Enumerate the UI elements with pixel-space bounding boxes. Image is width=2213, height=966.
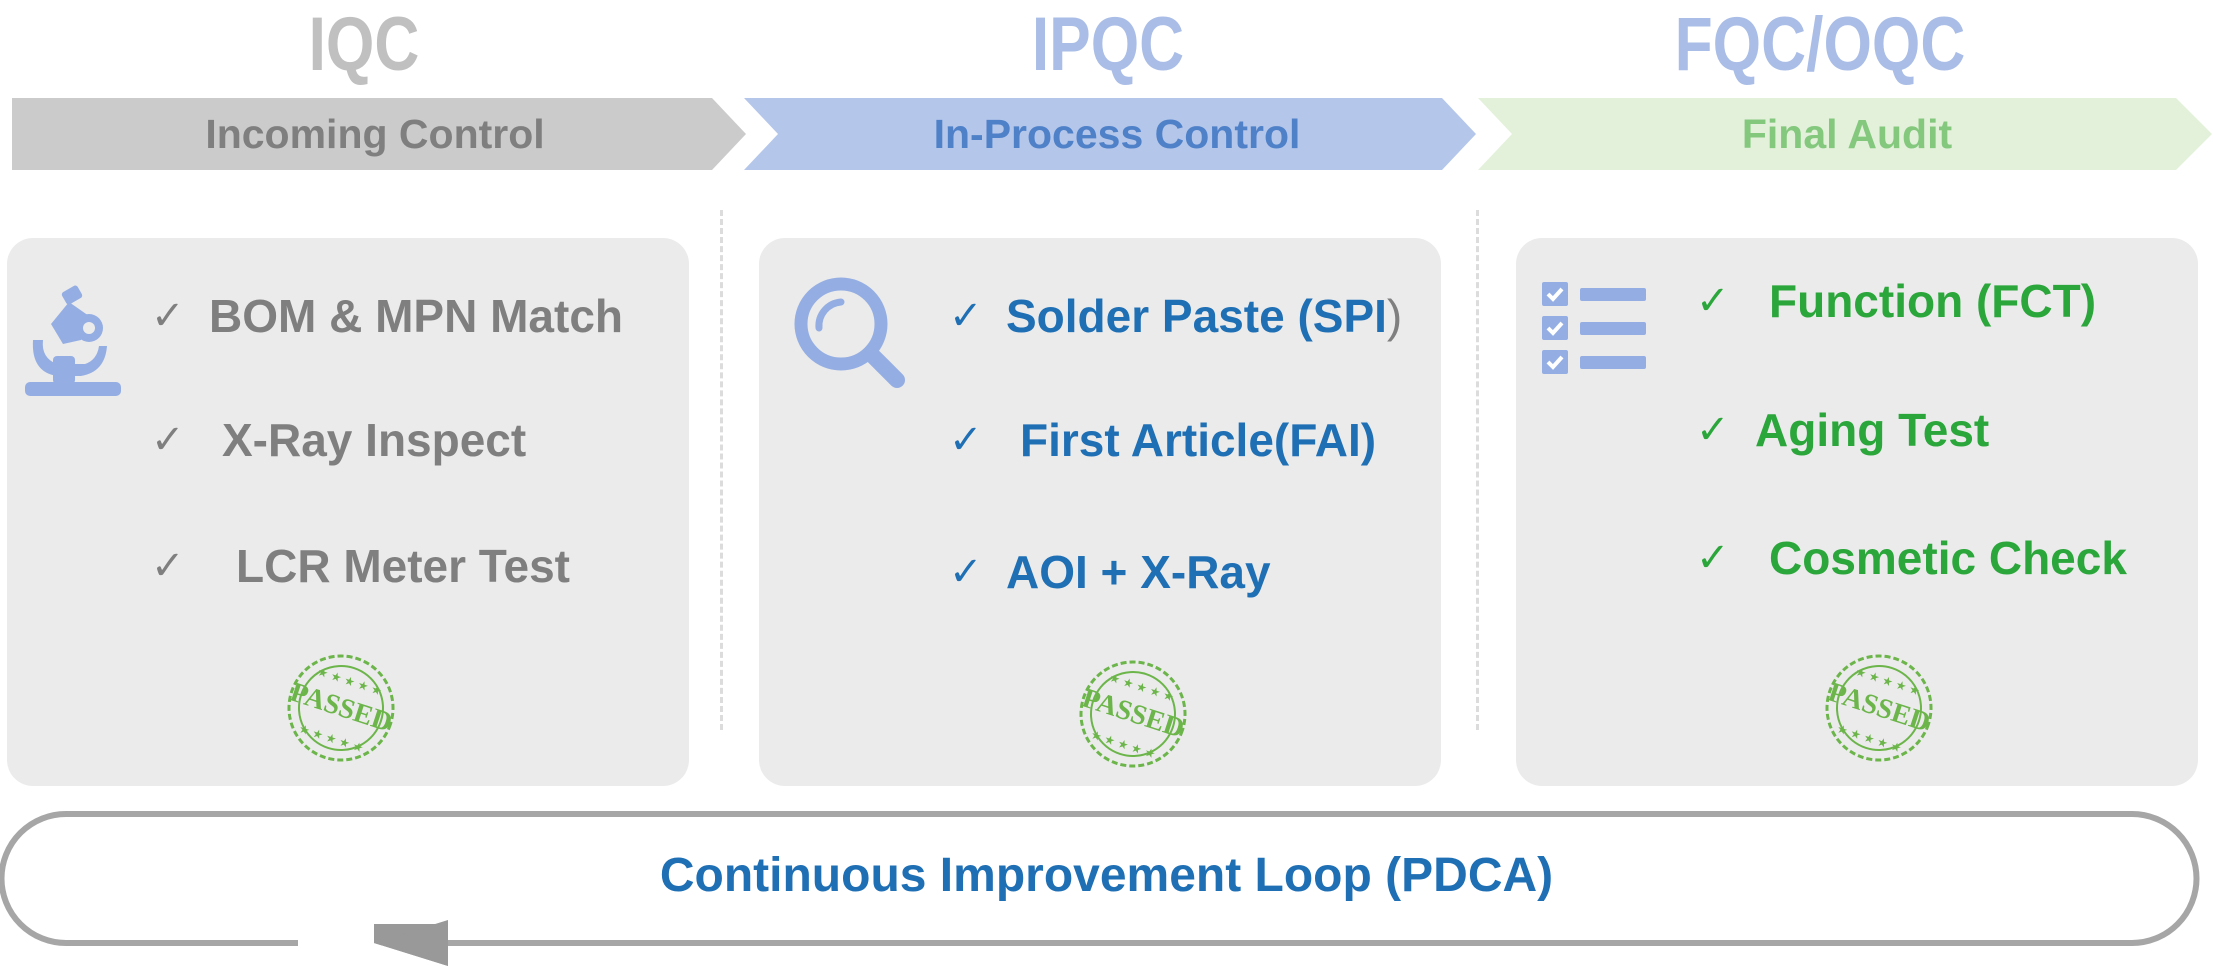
magnifier-icon (794, 277, 905, 388)
ipqc-item-1: Solder Paste (SPI) (1006, 288, 1402, 344)
check-icon: ✓ (949, 550, 983, 594)
process-chevrons (12, 98, 2212, 170)
chevron-in-process (744, 98, 1476, 170)
divider-2 (1476, 210, 1479, 730)
check-icon: ✓ (151, 544, 185, 588)
iqc-item-3: LCR Meter Test (236, 540, 570, 592)
ipqc-item-3: AOI + X-Ray (1006, 546, 1271, 598)
chevron-incoming (12, 98, 746, 170)
chevron-label-final: Final Audit (1741, 111, 1953, 157)
stage-title-iqc: IQC (308, 2, 420, 87)
panel-iqc: ✓ BOM & MPN Match ✓ X-Ray Inspect ✓ LCR … (7, 238, 689, 786)
improvement-loop (0, 811, 2200, 966)
stage-title-fqc-oqc: FQC/OQC (1674, 2, 1966, 87)
panel-ipqc: ✓ Solder Paste (SPI) ✓ First Article(FAI… (759, 238, 1441, 786)
chevron-label-incoming: Incoming Control (205, 111, 545, 157)
fqc-item-3: Cosmetic Check (1769, 532, 2127, 584)
check-icon: ✓ (949, 294, 983, 338)
ipqc-item-2: First Article(FAI) (1020, 414, 1377, 466)
check-icon: ✓ (949, 418, 983, 462)
panel-fqc-oqc: ✓ Function (FCT) ✓ Aging Test ✓ Cosmetic… (1516, 238, 2198, 786)
iqc-item-2: X-Ray Inspect (222, 414, 527, 466)
ipqc-item-1-tail: ) (1386, 290, 1403, 342)
check-icon: ✓ (1696, 408, 1730, 452)
ipqc-item-1-text: Solder Paste (SPI (1006, 290, 1387, 342)
divider-1 (720, 210, 723, 730)
checklist-icon (1542, 282, 1646, 374)
passed-stamp-icon: PASSED ★ ★ ★ ★ ★ ★ ★ ★ ★ ★ (286, 654, 396, 762)
check-icon: ✓ (1696, 279, 1730, 323)
passed-stamp-icon: PASSED ★ ★ ★ ★ ★ ★ ★ ★ ★ ★ (1078, 660, 1188, 768)
loop-label: Continuous Improvement Loop (PDCA) (659, 849, 1554, 902)
passed-stamp-icon: PASSED ★ ★ ★ ★ ★ ★ ★ ★ ★ ★ (1824, 654, 1934, 762)
microscope-icon (25, 285, 121, 396)
check-icon: ✓ (1696, 536, 1730, 580)
fqc-item-2: Aging Test (1755, 404, 1990, 456)
chevron-final (1478, 98, 2212, 170)
check-icon: ✓ (151, 294, 185, 338)
stage-title-ipqc: IPQC (1031, 2, 1185, 87)
iqc-item-1: BOM & MPN Match (209, 290, 623, 342)
chevron-label-in-process: In-Process Control (933, 111, 1301, 157)
fqc-item-1: Function (FCT) (1769, 275, 2097, 327)
check-icon: ✓ (151, 418, 185, 462)
loop-outline (0, 811, 2200, 946)
